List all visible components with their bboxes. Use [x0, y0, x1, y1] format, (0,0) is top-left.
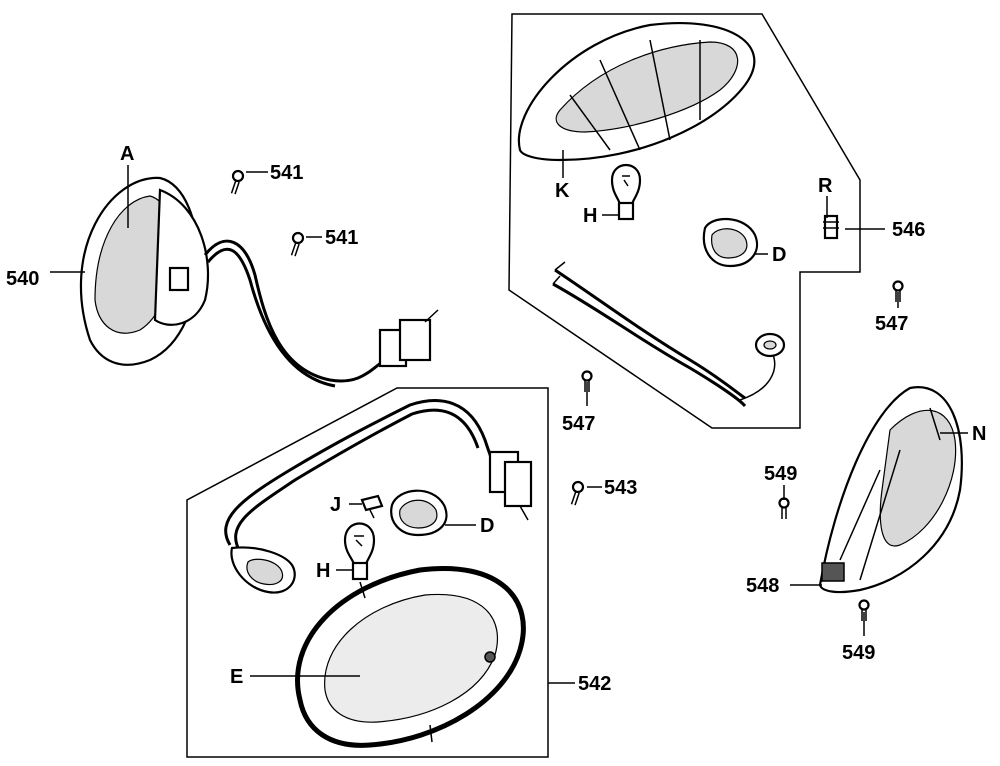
kit-546-outline	[508, 13, 861, 429]
label-j: J	[330, 494, 341, 516]
label-540: 540	[6, 268, 39, 290]
socket-d-lower	[390, 489, 448, 537]
label-h-lower: H	[316, 560, 330, 582]
label-547-mid: 547	[562, 413, 595, 435]
screw-547-mid	[581, 370, 593, 392]
label-n: N	[972, 423, 986, 445]
harness-546	[552, 261, 786, 408]
screw-549-top	[778, 497, 790, 519]
lens-e	[295, 566, 526, 748]
leader-lines	[50, 150, 968, 684]
lamp-540	[79, 176, 439, 388]
connector-r	[823, 214, 839, 240]
label-546: 546	[892, 219, 925, 241]
label-542: 542	[578, 673, 611, 695]
screw-547-right	[892, 280, 904, 302]
screw-541-bottom	[290, 231, 305, 257]
label-549-top: 549	[764, 463, 797, 485]
lens-548	[818, 386, 963, 594]
label-547-right: 547	[875, 313, 908, 335]
screw-543	[570, 480, 585, 506]
screw-541-top	[230, 169, 245, 195]
label-k: K	[555, 180, 570, 202]
clip-j	[360, 494, 384, 519]
label-549-bottom: 549	[842, 642, 875, 664]
label-d-upper: D	[772, 244, 786, 266]
bulb-h-lower	[343, 522, 376, 581]
label-541-top: 541	[270, 162, 303, 184]
label-543: 543	[604, 477, 637, 499]
socket-d-upper	[702, 217, 758, 268]
label-h-upper: H	[583, 205, 597, 227]
label-e: E	[230, 666, 243, 688]
label-a: A	[120, 143, 134, 165]
label-d-lower: D	[480, 515, 494, 537]
kit-542-outline	[186, 387, 549, 758]
label-548: 548	[746, 575, 779, 597]
screw-549-bottom	[858, 599, 870, 621]
harness-542	[224, 399, 533, 594]
label-541-bottom: 541	[325, 227, 358, 249]
lens-k	[517, 21, 756, 162]
label-r: R	[818, 175, 833, 197]
bulb-h-upper	[610, 164, 642, 221]
